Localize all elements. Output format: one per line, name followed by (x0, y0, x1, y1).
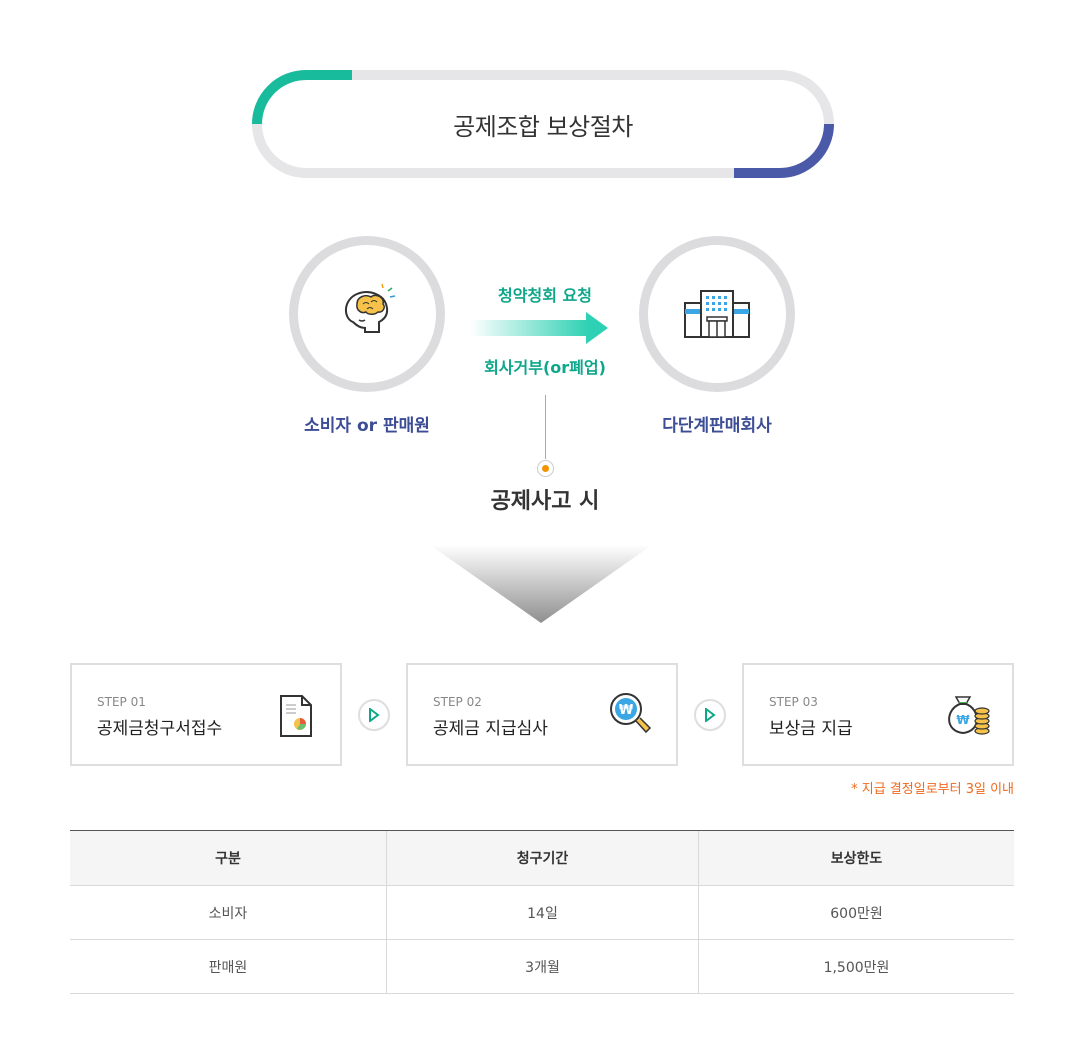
table-cell: 판매원 (70, 940, 387, 993)
step-number: STEP 01 (97, 695, 146, 709)
next-step-button (358, 699, 390, 731)
flow-arrow-icon (470, 312, 608, 344)
page-title: 공제조합 보상절차 (453, 112, 633, 141)
table-header-cell: 구분 (70, 831, 387, 885)
payment-note: * 지급 결정일로부터 3일 이내 (851, 782, 1014, 797)
chevron-right-icon (369, 708, 380, 722)
flow-bottom-label: 회사거부(or폐업) (484, 358, 606, 377)
company-label: 다단계판매회사 (662, 416, 772, 436)
title-banner: 공제조합 보상절차 (252, 70, 834, 178)
step-card-1: STEP 01 공제금청구서접수 (70, 663, 342, 766)
svg-text:₩: ₩ (956, 713, 970, 727)
table-cell: 소비자 (70, 886, 387, 939)
step-number: STEP 03 (769, 695, 818, 709)
step-number: STEP 02 (433, 695, 482, 709)
table-header-cell: 보상한도 (830, 851, 883, 867)
money-bag-coins-icon: ₩ (948, 696, 990, 735)
office-building-icon (684, 290, 750, 338)
document-chart-icon (280, 695, 312, 737)
connector-line (545, 395, 546, 459)
table-header-cell: 청구기간 (387, 831, 699, 885)
step-card-2: STEP 02 공제금 지급심사 ₩ (406, 663, 678, 766)
won-magnifier-icon: ₩ (610, 693, 652, 734)
next-step-button (694, 699, 726, 731)
company-circle (639, 236, 795, 392)
step-title: 공제금청구서접수 (97, 719, 223, 739)
table-cell: 1,500만원 (823, 959, 890, 976)
table-row: 판매원 3개월 1,500만원 (70, 940, 1014, 994)
chevron-right-icon (705, 708, 716, 722)
connector-dot (537, 460, 554, 477)
step-card-3: STEP 03 보상금 지급 ₩ (742, 663, 1014, 766)
table-cell: 600만원 (830, 905, 883, 922)
step-title: 보상금 지급 (769, 719, 853, 739)
table-header-row: 구분 청구기간 보상한도 (70, 831, 1014, 886)
funnel-arrow-icon (430, 545, 652, 623)
title-pill-frame (252, 70, 834, 178)
consumer-circle (289, 236, 445, 392)
consumer-label: 소비자 or 판매원 (304, 416, 430, 436)
table-cell: 3개월 (387, 940, 699, 993)
thinking-head-icon (345, 283, 396, 333)
step-title: 공제금 지급심사 (433, 719, 548, 739)
table-row: 소비자 14일 600만원 (70, 886, 1014, 940)
flow-top-label: 청약청회 요청 (498, 286, 592, 305)
table-cell: 14일 (387, 886, 699, 939)
accident-label: 공제사고 시 (490, 489, 600, 514)
compensation-table: 구분 청구기간 보상한도 소비자 14일 600만원 판매원 3개월 1,500… (70, 830, 1014, 994)
svg-text:₩: ₩ (619, 703, 634, 718)
